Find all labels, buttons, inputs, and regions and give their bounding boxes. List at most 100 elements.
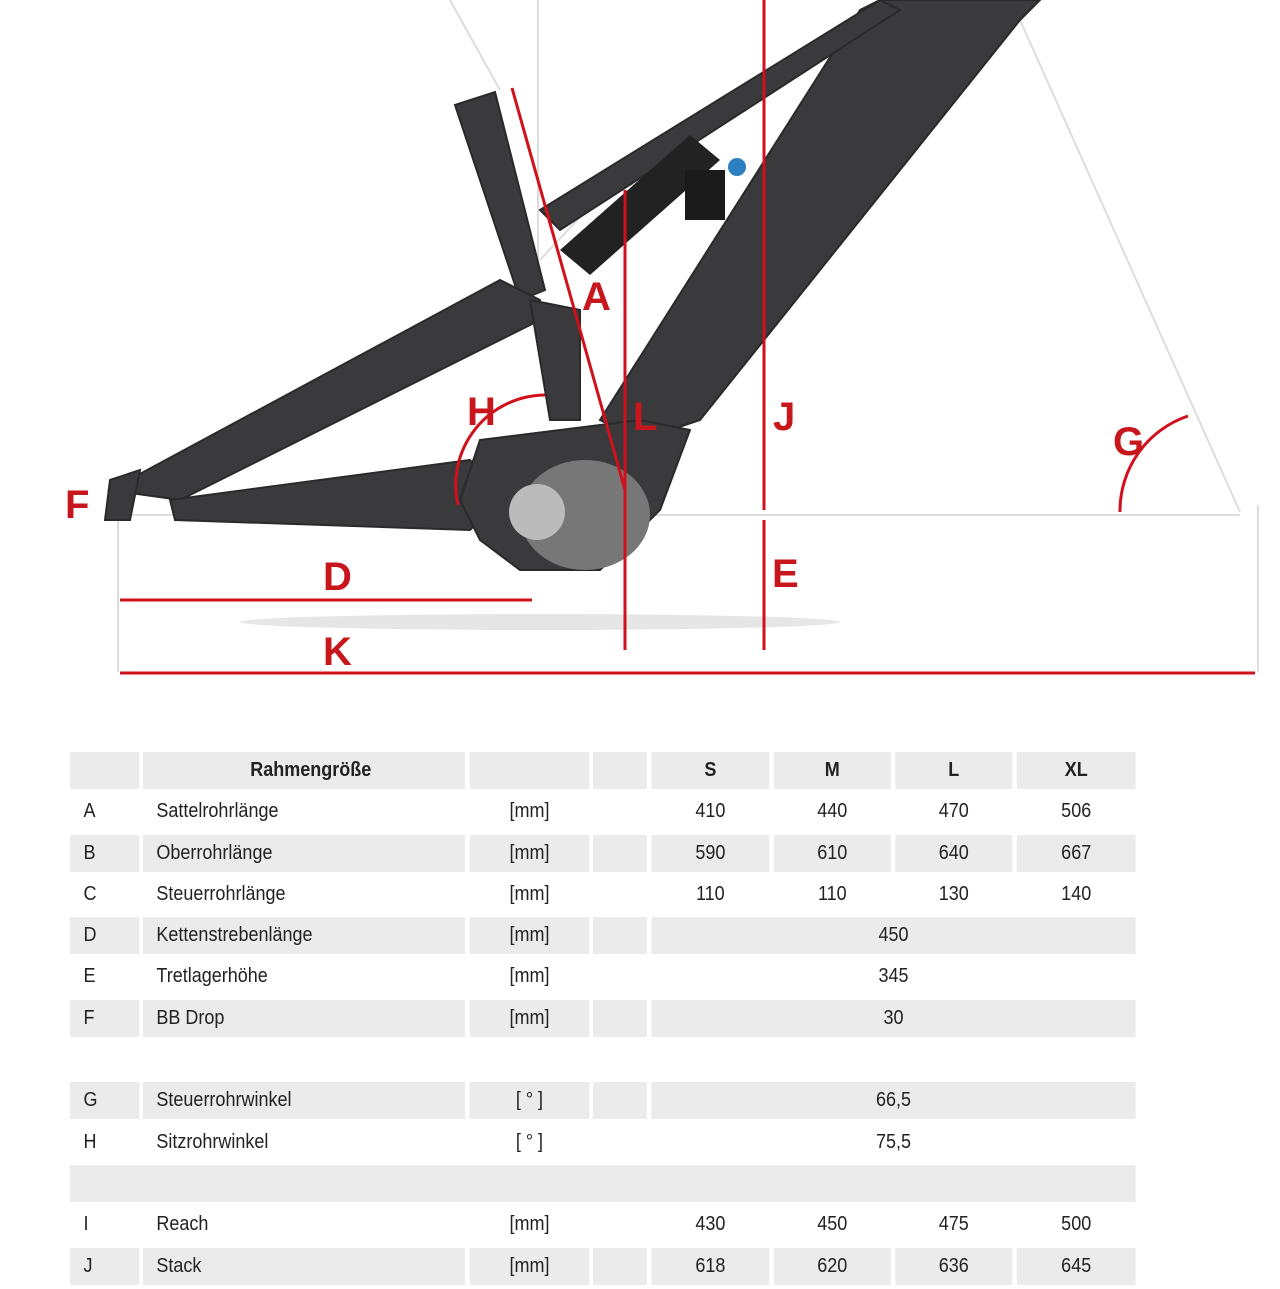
row-value: 506	[1061, 800, 1092, 823]
row-unit: [mm]	[509, 800, 550, 823]
row-value: 475	[938, 1213, 969, 1236]
label-k: K	[323, 630, 352, 674]
table-row: C Steuerrohrlänge [mm] 110 110 130 140	[70, 876, 1137, 913]
row-value-all: 66,5	[651, 1082, 1136, 1120]
row-spacer	[592, 1082, 647, 1120]
row-value: 667	[1016, 834, 1136, 872]
row-spacer	[593, 958, 647, 995]
bike-frame-geometry-diagram: A H L J G F D E K	[65, 0, 1259, 675]
row-key: D	[70, 917, 140, 955]
row-key: F	[70, 999, 140, 1037]
row-value-all: 30	[651, 999, 1136, 1037]
header-spacer	[592, 752, 647, 789]
label-g: G	[1113, 420, 1144, 464]
header-empty	[70, 752, 140, 789]
header-size: XL	[1016, 752, 1136, 789]
row-value: 440	[817, 800, 848, 823]
row-value: 500	[1061, 1213, 1092, 1236]
row-spacer	[593, 876, 647, 913]
row-unit: [mm]	[469, 834, 590, 872]
row-spacer	[592, 1247, 647, 1285]
spacer-row	[70, 1164, 1137, 1202]
row-unit: [mm]	[469, 999, 590, 1037]
row-value: 470	[938, 800, 969, 823]
label-e: E	[772, 552, 799, 596]
row-name: Stack	[142, 1247, 466, 1285]
row-spacer	[593, 1124, 647, 1161]
spacer-row	[70, 1041, 1137, 1078]
row-key: J	[70, 1247, 140, 1285]
row-spacer	[593, 1206, 647, 1243]
bottom-bracket	[509, 484, 565, 540]
row-key: C	[83, 882, 97, 905]
label-a: A	[582, 275, 611, 319]
row-value: 140	[1061, 882, 1092, 905]
row-name: Reach	[156, 1213, 209, 1236]
row-value-all: 345	[878, 965, 909, 988]
row-value: 645	[1016, 1247, 1136, 1285]
row-key: A	[83, 800, 96, 823]
frame	[103, 0, 1042, 571]
label-j: J	[773, 395, 795, 439]
motor	[520, 460, 650, 570]
row-key: H	[83, 1130, 97, 1153]
row-spacer	[592, 917, 647, 955]
row-name: Kettenstrebenlänge	[142, 917, 466, 955]
row-unit: [mm]	[509, 965, 550, 988]
row-unit: [ ° ]	[469, 1082, 590, 1120]
row-spacer	[592, 834, 647, 872]
label-f: F	[65, 483, 89, 527]
row-value: 620	[773, 1247, 891, 1285]
row-value: 450	[817, 1213, 848, 1236]
row-key: I	[83, 1213, 89, 1236]
row-key: B	[70, 834, 140, 872]
row-spacer	[592, 999, 647, 1037]
row-unit: [mm]	[509, 1213, 550, 1236]
header-size: S	[651, 752, 770, 789]
row-name: Steuerrohrwinkel	[142, 1082, 466, 1120]
row-key: G	[70, 1082, 140, 1120]
row-value: 130	[938, 882, 969, 905]
row-unit: [mm]	[509, 882, 550, 905]
row-value: 410	[695, 800, 726, 823]
row-name: Oberrohrlänge	[142, 834, 466, 872]
row-unit: [mm]	[469, 1247, 590, 1285]
label-l: L	[633, 395, 657, 439]
row-value: 618	[651, 1247, 770, 1285]
row-name: BB Drop	[142, 999, 466, 1037]
header-size: M	[773, 752, 891, 789]
shock	[560, 135, 746, 275]
row-value: 636	[895, 1247, 1013, 1285]
row-key: E	[83, 965, 96, 988]
table-row: A Sattelrohrlänge [mm] 410 440 470 506	[70, 793, 1137, 830]
row-unit: [mm]	[469, 917, 590, 955]
header-title: Rahmengröße	[142, 752, 466, 789]
row-name: Sitzrohrwinkel	[156, 1130, 269, 1153]
row-name: Steuerrohrlänge	[156, 882, 286, 905]
row-value: 110	[817, 882, 847, 905]
row-spacer	[593, 793, 647, 830]
header-unit	[469, 752, 590, 789]
row-value-all: 75,5	[875, 1130, 912, 1153]
row-name: Tretlagerhöhe	[156, 965, 268, 988]
row-value: 590	[651, 834, 770, 872]
row-name: Sattelrohrlänge	[156, 800, 279, 823]
header-size: L	[895, 752, 1013, 789]
row-value: 110	[695, 882, 725, 905]
ground-shadow	[240, 614, 840, 630]
label-d: D	[323, 555, 352, 599]
table-row: E Tretlagerhöhe [mm] 345	[70, 958, 1137, 995]
row-value-all: 450	[651, 917, 1136, 955]
dimension-lines	[120, 0, 1255, 675]
table-row: H Sitzrohrwinkel [ ° ] 75,5	[70, 1124, 1137, 1161]
row-unit: [ ° ]	[515, 1130, 544, 1153]
row-value: 610	[773, 834, 891, 872]
